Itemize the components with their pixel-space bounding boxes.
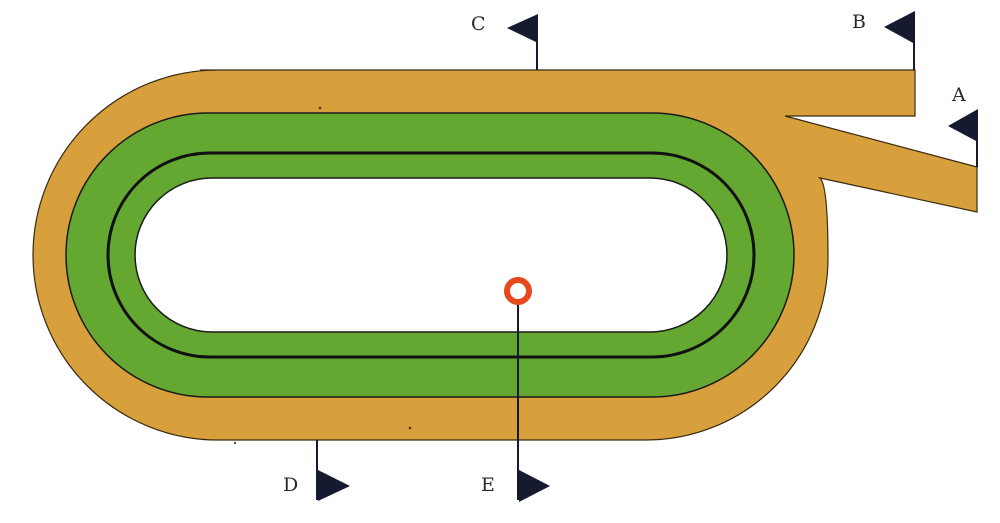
flag-label-d: D: [283, 474, 298, 496]
flag-label-a: A: [951, 84, 966, 106]
flag-label-e: E: [481, 474, 495, 496]
infield: [134, 177, 728, 333]
track-dot: [233, 441, 237, 445]
track-dot: [408, 426, 412, 430]
flag-d-icon: [318, 470, 350, 501]
inner-rail: [106, 151, 756, 359]
track-dot: [318, 106, 322, 110]
flag-b-icon: [884, 11, 915, 44]
flag-e-icon: [519, 470, 550, 502]
flag-label-b: B: [852, 11, 866, 33]
finish-marker-icon: [504, 277, 532, 305]
flag-a-icon: [948, 109, 978, 142]
flag-c-icon: [507, 14, 538, 43]
flag-e: E: [481, 304, 550, 502]
flag-b: B: [852, 11, 915, 70]
flag-a: A: [948, 84, 978, 167]
flag-label-c: C: [471, 13, 486, 35]
flag-d: D: [283, 440, 350, 501]
flag-c: C: [471, 13, 538, 70]
